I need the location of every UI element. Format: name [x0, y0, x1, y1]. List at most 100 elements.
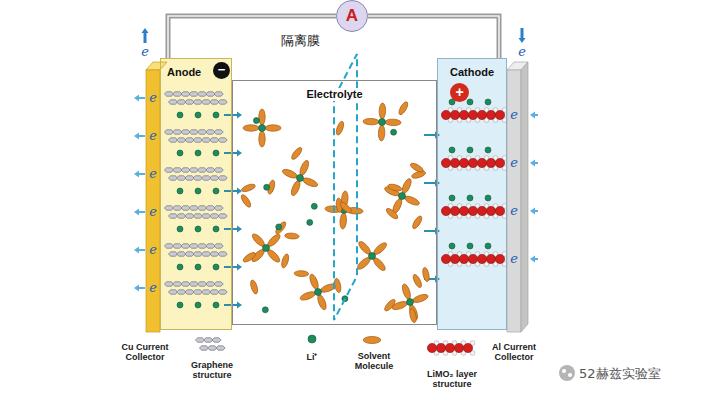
solvent-molecule — [339, 213, 347, 229]
li-ion-dot — [177, 150, 183, 156]
metal-dot — [486, 254, 495, 263]
graphene-hexagon — [218, 100, 227, 104]
solvent-molecule — [378, 125, 385, 141]
circuit-wire — [368, 16, 499, 58]
electron-label: e — [149, 129, 157, 144]
metal-dot — [450, 206, 459, 215]
legend-text: Solvent Molecule — [344, 351, 404, 372]
metal-dot — [477, 110, 486, 119]
li-ion-dot — [399, 193, 406, 200]
solvent-molecule — [294, 270, 309, 276]
electron-label: e — [510, 252, 518, 267]
terminal-circle: A — [336, 0, 368, 32]
electron-label: e — [149, 243, 157, 258]
metal-dot — [454, 343, 463, 352]
flow-arrow — [535, 258, 538, 260]
solvent-molecule — [401, 283, 412, 300]
metal-dot — [463, 343, 472, 352]
li-ion-dot — [213, 226, 219, 232]
metal-dot — [441, 206, 450, 215]
flow-arrow — [139, 287, 145, 289]
arrow-head — [530, 160, 535, 167]
electron-label: e — [518, 45, 526, 60]
metal-dot — [459, 206, 468, 215]
watermark-icon — [559, 365, 575, 381]
li-ion-dot — [307, 219, 313, 225]
metal-dot — [495, 206, 504, 215]
li-ion-dot — [276, 224, 282, 230]
flow-arrow — [144, 33, 147, 43]
solvent-molecule — [274, 220, 287, 235]
flow-arrow — [424, 182, 435, 184]
li-ion-dot — [177, 302, 183, 308]
metal-dot — [459, 110, 468, 119]
li-ion-dot — [485, 195, 491, 201]
metal-dot — [459, 158, 468, 167]
metal-dot — [477, 206, 486, 215]
solvent-molecule — [385, 119, 401, 126]
separator-label: 隔离膜 — [281, 34, 320, 49]
li-ion-dot — [253, 118, 259, 124]
li-ion-dot — [177, 188, 183, 194]
flow-arrow — [139, 173, 145, 175]
solvent-molecule — [385, 207, 400, 221]
solvent-molecule — [335, 120, 345, 136]
li-ion-dot — [467, 99, 473, 105]
arrow-head — [237, 264, 242, 271]
li-ion-dot — [449, 243, 455, 249]
li-ion-dot — [264, 184, 270, 190]
graphene-hexagon — [214, 244, 223, 248]
metal-dot — [495, 254, 504, 263]
li-ion-dot — [213, 112, 219, 118]
arrow-head — [134, 247, 139, 254]
panel-box: Electrolyte — [232, 80, 437, 325]
arrow-head — [134, 95, 139, 102]
wire-highlight — [168, 16, 336, 58]
li-ion-dot — [467, 243, 473, 249]
arrow-head — [142, 28, 149, 33]
li-ion-dot — [213, 264, 219, 270]
li-ion-dot — [407, 299, 414, 306]
li-ion-dot — [195, 188, 201, 194]
panel-title: Cathode — [450, 66, 494, 79]
li-ion-dot — [315, 289, 322, 296]
flow-arrow — [139, 97, 145, 99]
metal-dot — [477, 158, 486, 167]
li-ion-dot — [195, 302, 201, 308]
part-label: Al Current Collector — [481, 342, 547, 363]
watermark: 52赫兹实验室 — [579, 367, 661, 382]
li-ion-dot — [467, 147, 473, 153]
solvent-molecule — [397, 101, 409, 116]
graphene-hexagon — [214, 282, 223, 286]
solvent-molecule — [422, 267, 431, 282]
flow-arrow — [224, 228, 237, 230]
electron-label: e — [510, 204, 518, 219]
metal-dot — [436, 343, 445, 352]
li-ion-dot — [195, 112, 201, 118]
graphene-hexagon — [218, 138, 227, 142]
solvent-molecule — [259, 109, 265, 125]
al-collector — [507, 70, 521, 332]
solvent-molecule — [412, 293, 429, 304]
terminal-sign: − — [218, 63, 226, 78]
solvent-molecule — [290, 180, 302, 197]
li-ion-dot — [195, 226, 201, 232]
li-ion-dot — [213, 188, 219, 194]
metal-dot — [427, 343, 436, 352]
solvent-molecule — [280, 253, 290, 268]
solvent-molecule — [281, 168, 298, 180]
li-ion-dot — [485, 99, 491, 105]
electron-label: e — [149, 281, 157, 296]
cu-collector-top — [146, 62, 167, 70]
metal-dot — [486, 158, 495, 167]
panel-title: Anode — [167, 66, 201, 79]
electron-label: e — [149, 91, 157, 106]
watermark-icon-dot — [562, 369, 566, 373]
terminal-circle: − — [213, 62, 230, 79]
terminal-circle: + — [450, 83, 469, 102]
metal-dot — [450, 110, 459, 119]
metal-dot — [468, 254, 477, 263]
solvent-molecule — [265, 125, 281, 131]
